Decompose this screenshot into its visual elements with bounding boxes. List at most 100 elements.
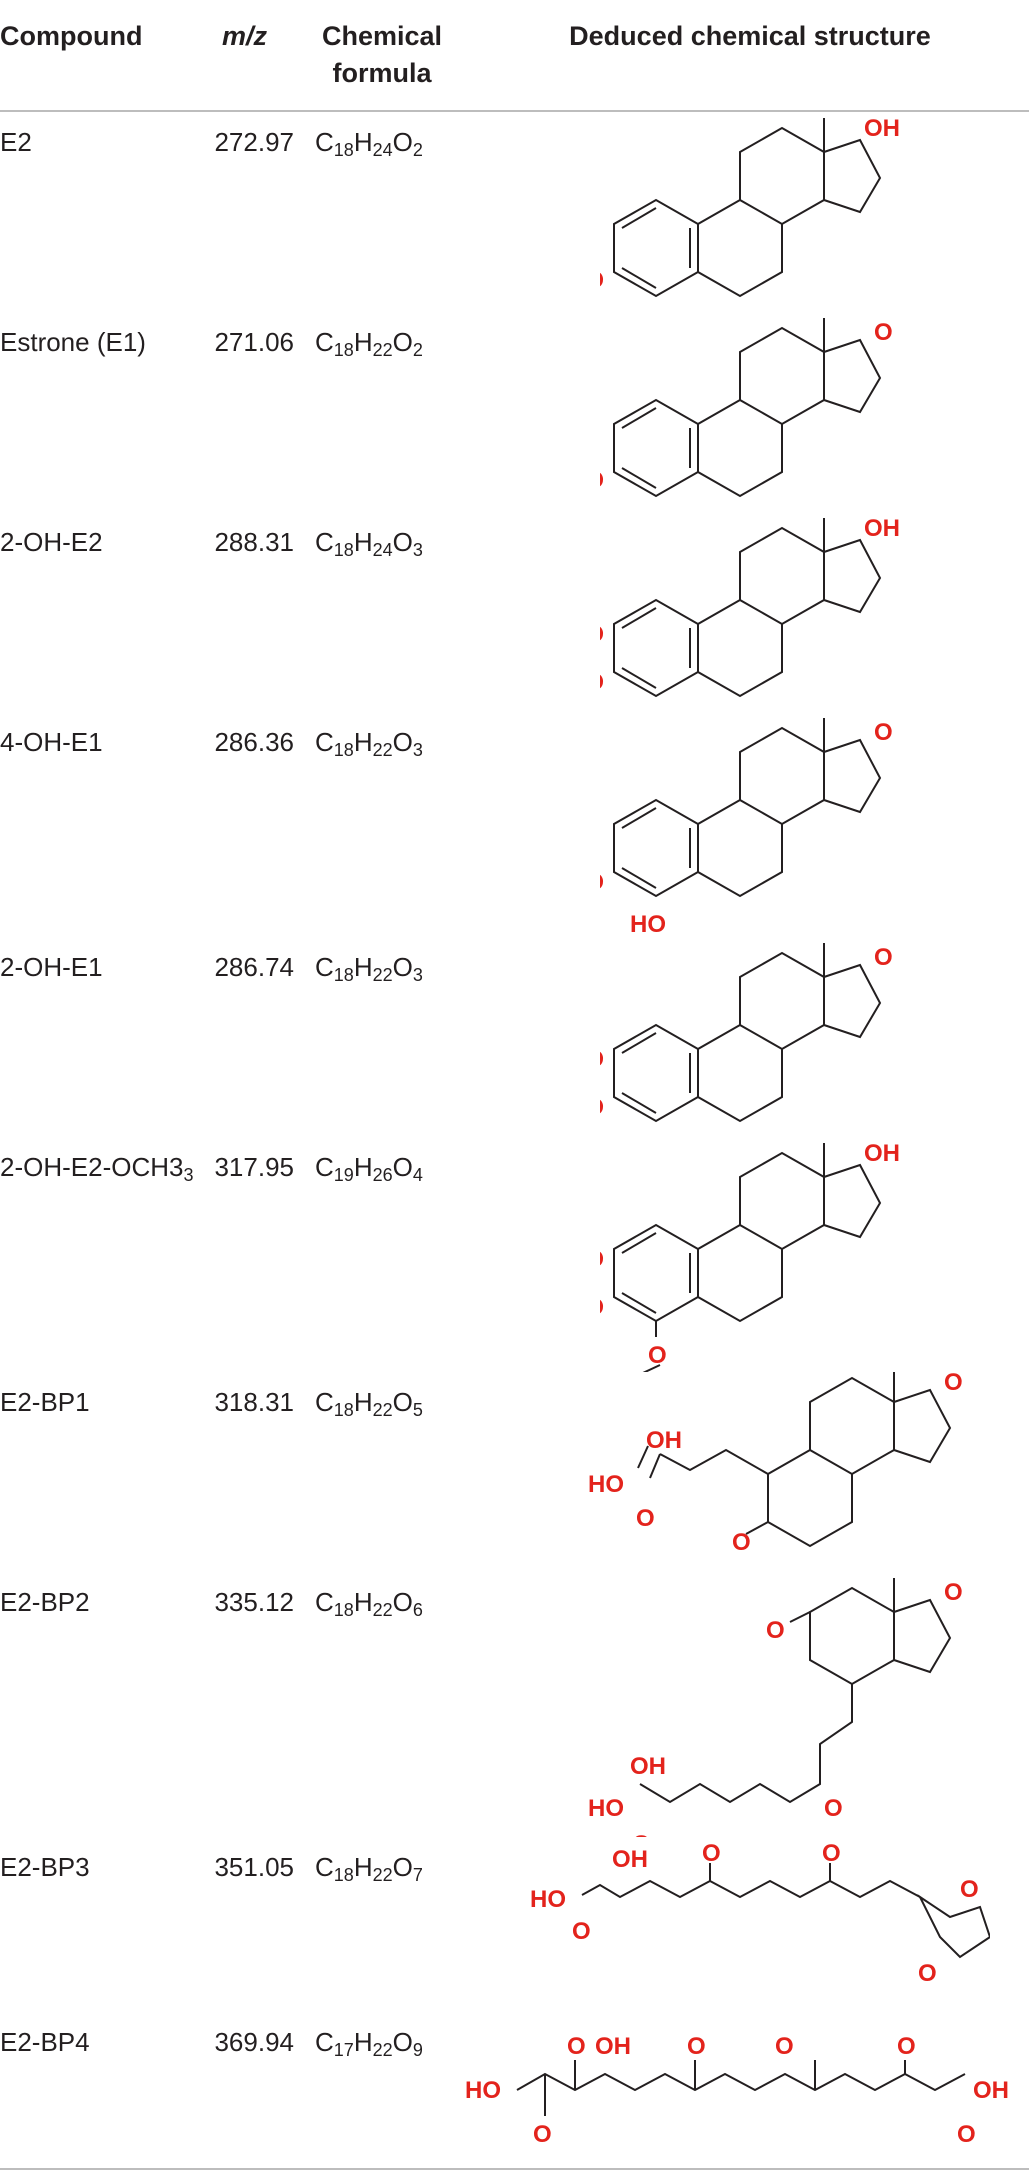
formula: C18H22O6	[315, 1587, 423, 1620]
formula: C19H26O4	[315, 1152, 423, 1185]
compound-name: E2	[0, 127, 32, 157]
svg-text:O: O	[874, 319, 893, 346]
formula: C17H22O9	[315, 2027, 423, 2060]
svg-text:OH: OH	[864, 1140, 900, 1167]
svg-text:HO: HO	[465, 2077, 501, 2104]
table-header: Compound m/z Chemical formula Deduced ch…	[0, 0, 1029, 112]
compound-name: 2-OH-E2	[0, 527, 103, 557]
table-row: 4-OH-E1 286.36 C18H22O3 O HO HO	[0, 712, 1029, 937]
svg-text:O: O	[874, 719, 893, 746]
svg-text:O: O	[567, 2033, 586, 2060]
svg-text:HO: HO	[600, 467, 604, 494]
compound-name: E2-BP2	[0, 1587, 90, 1617]
compound-name: E2-BP4	[0, 2027, 90, 2057]
svg-text:HO: HO	[600, 1246, 604, 1273]
formula: C18H22O3	[315, 727, 423, 760]
svg-text:O: O	[775, 2033, 794, 2060]
mz-value: 369.94	[214, 2027, 294, 2057]
compound-name: 4-OH-E1	[0, 727, 103, 757]
svg-text:OH: OH	[595, 2033, 631, 2060]
structure-2-oh-e2-och3: OH HO HO O	[600, 1140, 900, 1372]
svg-text:O: O	[572, 1918, 591, 1945]
table-bottom-rule	[0, 2168, 1029, 2170]
structure-2-oh-e2: OH HO HO	[600, 515, 900, 697]
mz-value: 288.31	[214, 527, 294, 557]
svg-text:O: O	[957, 2121, 976, 2148]
svg-text:HO: HO	[530, 1886, 566, 1913]
formula: C18H22O3	[315, 952, 423, 985]
mz-value: 286.74	[214, 952, 294, 982]
svg-text:HO: HO	[600, 267, 604, 294]
structure-e2-bp3: OH HO O O O O O	[530, 1840, 990, 1987]
header-rule	[0, 110, 1029, 112]
compound-name: E2-BP3	[0, 1852, 90, 1882]
table-row: Estrone (E1) 271.06 C18H22O2 O HO	[0, 312, 1029, 512]
svg-text:OH: OH	[630, 1753, 666, 1780]
svg-text:OH: OH	[646, 1427, 682, 1454]
header-formula: Chemical formula	[312, 18, 452, 92]
header-formula-line2: formula	[332, 58, 432, 88]
table-row: E2 272.97 C18H24O2 OH HO	[0, 112, 1029, 312]
table-row: 2-OH-E2-OCH33 317.95 C19H26O4 OH HO HO O	[0, 1137, 1029, 1372]
svg-text:O: O	[702, 1840, 721, 1867]
svg-text:HO: HO	[630, 911, 666, 937]
svg-text:HO: HO	[600, 621, 604, 648]
svg-text:OH: OH	[612, 1846, 648, 1873]
svg-text:O: O	[944, 1579, 963, 1606]
svg-text:O: O	[822, 1840, 841, 1867]
table-row: E2-BP4 369.94 C17H22O9 HO O O OH O O O O…	[0, 2012, 1029, 2167]
compound-name: 2-OH-E1	[0, 952, 103, 982]
structure-2-oh-e1: O HO HO	[600, 942, 893, 1122]
svg-text:HO: HO	[600, 1294, 604, 1321]
svg-text:HO: HO	[600, 1046, 604, 1073]
formula: C18H22O7	[315, 1852, 423, 1885]
table-row: E2-BP2 335.12 C18H22O6 O O O OH HO O	[0, 1572, 1029, 1837]
svg-text:O: O	[687, 2033, 706, 2060]
svg-text:O: O	[636, 1505, 655, 1532]
svg-text:O: O	[732, 1529, 751, 1556]
mz-value: 272.97	[214, 127, 294, 157]
mz-value: 318.31	[214, 1387, 294, 1417]
svg-text:O: O	[824, 1795, 843, 1822]
svg-text:HO: HO	[600, 669, 604, 696]
formula: C18H24O3	[315, 527, 423, 560]
svg-text:HO: HO	[588, 1795, 624, 1822]
header-compound: Compound	[0, 21, 143, 51]
header-formula-line1: Chemical	[321, 21, 443, 51]
table-row: E2-BP1 318.31 C18H22O5 O O OH HO O	[0, 1372, 1029, 1572]
svg-text:O: O	[944, 1372, 963, 1396]
structure-e2-bp1: O O OH HO O	[588, 1372, 963, 1556]
compound-name: 2-OH-E2-OCH33	[0, 1152, 194, 1185]
structure-4-oh-e1: O HO HO	[600, 717, 893, 937]
mz-value: 351.05	[214, 1852, 294, 1882]
structure-e2: OH HO	[600, 115, 900, 297]
svg-text:OH: OH	[973, 2077, 1009, 2104]
table-row: 2-OH-E2 288.31 C18H24O3 OH HO HO	[0, 512, 1029, 712]
structure-e2-bp4: HO O O OH O O O OH O	[465, 2033, 1009, 2148]
structure-estrone: O HO	[600, 317, 893, 497]
table-row: 2-OH-E1 286.74 C18H22O3 O HO HO	[0, 937, 1029, 1137]
formula: C18H22O2	[315, 327, 423, 360]
svg-text:O: O	[766, 1617, 785, 1644]
formula: C18H22O5	[315, 1387, 423, 1420]
svg-text:O: O	[918, 1960, 937, 1987]
header-structure: Deduced chemical structure	[569, 21, 931, 51]
header-mz: m/z	[222, 21, 268, 51]
formula: C18H24O2	[315, 127, 423, 160]
svg-text:O: O	[648, 1342, 667, 1369]
mz-value: 271.06	[214, 327, 294, 357]
svg-text:O: O	[897, 2033, 916, 2060]
svg-text:O: O	[533, 2121, 552, 2148]
table-row: E2-BP3 351.05 C18H22O7 OH HO O O O O O	[0, 1837, 1029, 2012]
mz-value: 286.36	[214, 727, 294, 757]
mz-value: 317.95	[214, 1152, 294, 1182]
svg-text:OH: OH	[864, 115, 900, 142]
mz-value: 335.12	[214, 1587, 294, 1617]
compound-name: Estrone (E1)	[0, 327, 146, 357]
svg-text:OH: OH	[864, 515, 900, 542]
svg-text:HO: HO	[588, 1471, 624, 1498]
structure-e2-bp2: O O O OH HO O	[588, 1578, 963, 1837]
svg-text:HO: HO	[600, 869, 604, 896]
compound-name: E2-BP1	[0, 1387, 90, 1417]
svg-text:HO: HO	[600, 1094, 604, 1121]
